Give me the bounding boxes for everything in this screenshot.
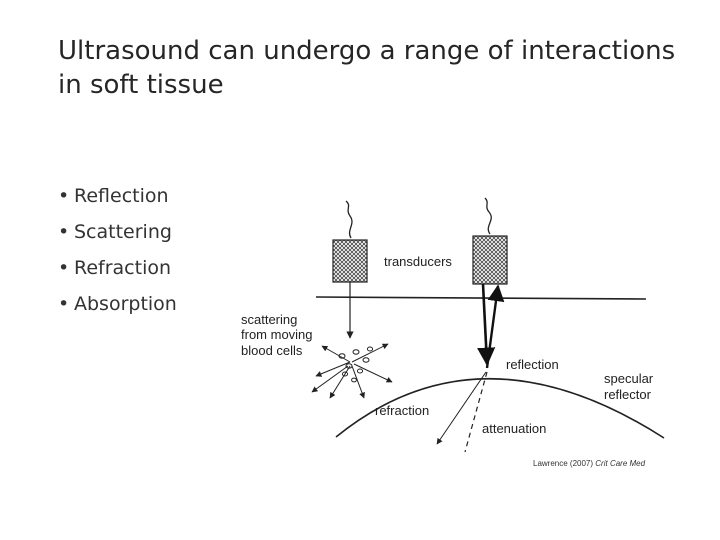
transducer-right bbox=[472, 235, 508, 285]
label-scattering-3: blood cells bbox=[241, 343, 303, 358]
bullet-item: •Absorption bbox=[58, 286, 177, 322]
label-specular-1: specular bbox=[604, 371, 654, 386]
reflected-beam bbox=[485, 284, 505, 369]
refracted-beam bbox=[436, 371, 487, 445]
label-reflection: reflection bbox=[506, 357, 559, 372]
label-specular-2: reflector bbox=[604, 387, 652, 402]
label-scattering-1: scattering bbox=[241, 312, 297, 327]
bullet-dot-icon: • bbox=[58, 185, 70, 207]
bullet-dot-icon: • bbox=[58, 221, 70, 243]
transducer-cable-left bbox=[345, 200, 353, 239]
bullet-item: •Reflection bbox=[58, 178, 177, 214]
scatter-arrows bbox=[311, 343, 393, 399]
citation-author: Lawrence (2007) bbox=[533, 459, 594, 468]
bullet-item: •Scattering bbox=[58, 214, 177, 250]
bullet-text: Refraction bbox=[74, 257, 172, 279]
transducer-left bbox=[332, 239, 368, 283]
citation-journal: Crit Care Med bbox=[595, 459, 646, 468]
bullet-text: Reflection bbox=[74, 185, 169, 207]
tissue-surface-line bbox=[315, 296, 647, 300]
specular-reflector-arc bbox=[335, 377, 665, 439]
attenuation-beam bbox=[464, 371, 488, 453]
bullet-text: Scattering bbox=[74, 221, 172, 243]
title-line-2: in soft tissue bbox=[58, 70, 224, 100]
label-transducers: transducers bbox=[384, 254, 452, 269]
label-scattering-2: from moving bbox=[241, 327, 313, 342]
slide-title: Ultrasound can undergo a range of intera… bbox=[58, 34, 698, 102]
title-line-1: Ultrasound can undergo a range of intera… bbox=[58, 36, 676, 66]
label-refraction: refraction bbox=[375, 403, 429, 418]
incident-beam bbox=[477, 283, 496, 366]
bullet-dot-icon: • bbox=[58, 293, 70, 315]
citation: Lawrence (2007) Crit Care Med bbox=[533, 459, 645, 468]
label-attenuation: attenuation bbox=[482, 421, 546, 436]
bullet-item: •Refraction bbox=[58, 250, 177, 286]
bullet-text: Absorption bbox=[74, 293, 177, 315]
bullet-list: •Reflection •Scattering •Refraction •Abs… bbox=[58, 178, 177, 322]
transducer-cable-right bbox=[484, 197, 492, 235]
bullet-dot-icon: • bbox=[58, 257, 70, 279]
